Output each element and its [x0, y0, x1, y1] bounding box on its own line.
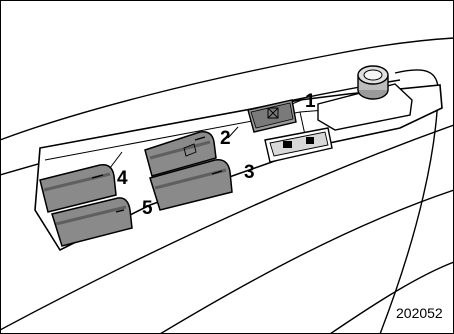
callout-4: 4	[117, 168, 128, 189]
callout-3: 3	[244, 162, 255, 183]
callout-2: 2	[220, 128, 231, 149]
callout-1: 1	[305, 91, 316, 112]
callout-5: 5	[142, 198, 153, 219]
figure-id: 202052	[396, 305, 443, 321]
mirror-control-knob	[358, 66, 388, 99]
